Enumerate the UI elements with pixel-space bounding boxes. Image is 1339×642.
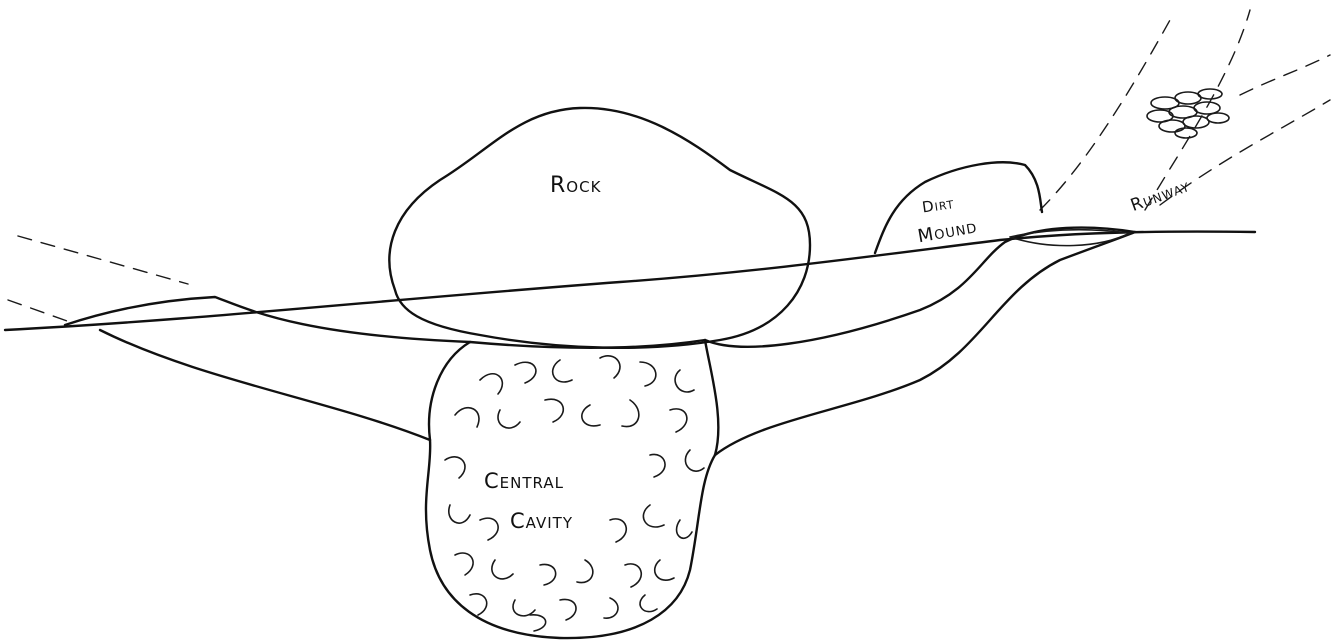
runway-stones xyxy=(1147,89,1229,138)
rock-label: Rock xyxy=(550,173,602,198)
crater-outer-wall-right xyxy=(715,232,1135,455)
runway-dashed-edge-left xyxy=(1040,20,1170,210)
dashed-line-left-upper xyxy=(18,236,188,284)
dirt-mound-label-line2: Mound xyxy=(916,216,979,247)
runway-label: Runway xyxy=(1128,176,1193,216)
dirt-mound-label-line1: Dirt xyxy=(921,194,956,216)
rock-outline xyxy=(389,108,810,348)
crater-inner-wall xyxy=(100,330,430,440)
dashed-line-left-lower xyxy=(8,300,70,322)
runway-dashed-edge-top xyxy=(1240,55,1330,95)
central-cavity-label-line2: Cavity xyxy=(510,509,573,533)
central-cavity-label-line1: Central xyxy=(484,469,564,493)
crater-rim-left xyxy=(65,297,470,342)
central-cavity-fill xyxy=(445,356,704,631)
central-cavity-outline xyxy=(426,340,718,638)
